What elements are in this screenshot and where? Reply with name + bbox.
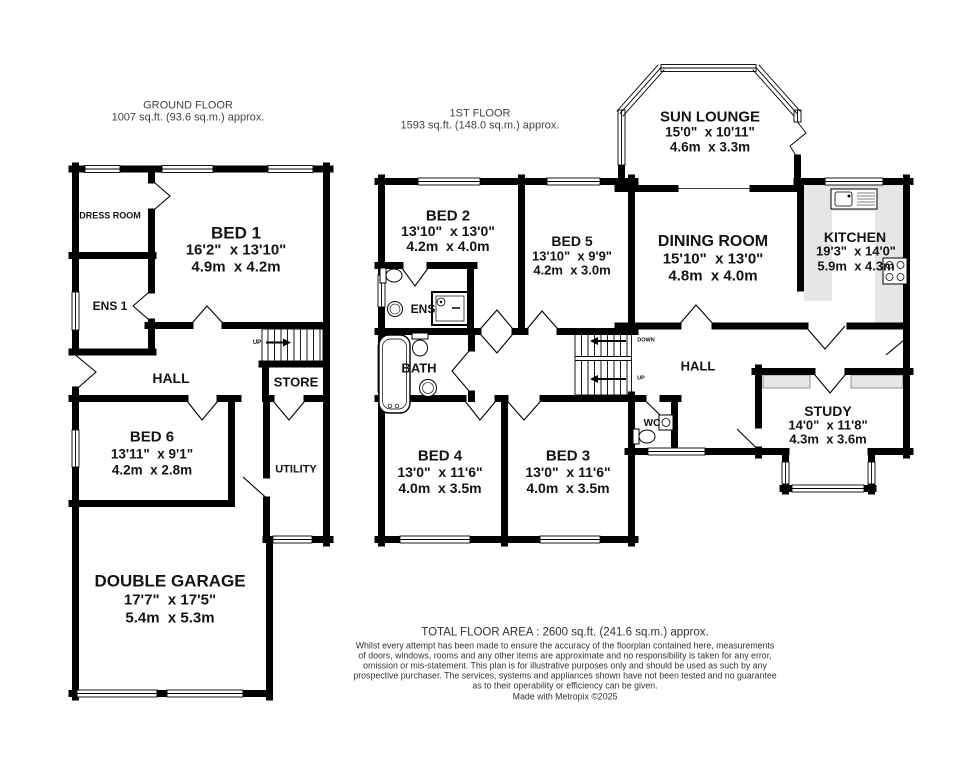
door-hall-passage <box>736 428 759 451</box>
door-bath <box>451 347 472 395</box>
toilet-icon <box>379 267 403 284</box>
kitchen-label: KITCHEN <box>823 229 887 245</box>
bed2-dims-metric: 4.2m x 4.0m <box>406 238 490 254</box>
kitchen-dims-imperial: 19'3" x 14'0" <box>816 243 896 259</box>
dress-room-label: DRESS ROOM <box>79 210 141 221</box>
ground-floor-area: 1007 sq.ft. (93.6 sq.m.) approx. <box>111 111 265 124</box>
door-dining <box>677 304 716 327</box>
bathtub-icon <box>378 334 411 414</box>
study-dims-metric: 4.3m x 3.6m <box>789 431 867 447</box>
dining-room-dims-imperial: 15'10" x 13'0" <box>662 250 764 268</box>
credit: Made with Metropix ©2025 <box>512 691 618 702</box>
hall-ground-label: HALL <box>152 370 190 386</box>
door-bed4 <box>462 398 499 421</box>
total-floor-area: TOTAL FLOOR AREA : 2600 sq.ft. (241.6 sq… <box>421 626 709 639</box>
bed1-dims-metric: 4.9m x 4.2m <box>191 258 281 276</box>
bed5-label: BED 5 <box>551 233 593 249</box>
stairs-up-label: UP <box>252 340 262 346</box>
bed3-dims-metric: 4.0m x 3.5m <box>526 480 610 496</box>
dining-room-label: DINING ROOM <box>657 233 769 250</box>
store-label: STORE <box>273 374 319 390</box>
windows <box>71 64 884 698</box>
hob-icon <box>882 257 908 285</box>
stairs-ground <box>261 328 324 365</box>
sun-lounge-bay-windows <box>616 64 807 189</box>
wc-label: WC <box>643 418 661 429</box>
study-label: STUDY <box>804 403 852 419</box>
garage-label: DOUBLE GARAGE <box>94 571 246 591</box>
door-dress-room <box>151 179 171 213</box>
door-study <box>811 371 849 394</box>
door-ens1 <box>132 289 152 323</box>
sink-icon <box>387 301 403 317</box>
bed4-label: BED 4 <box>417 447 463 465</box>
ground-floor-title: GROUND FLOOR <box>143 99 233 112</box>
bed6-dims-imperial: 13'11" x 9'1" <box>110 446 194 462</box>
bed6-label: BED 6 <box>129 428 175 446</box>
hall-first-label: HALL <box>680 358 716 374</box>
study-closets <box>762 374 904 389</box>
disclaimer-line: as to their operability or efficiency ca… <box>472 680 658 691</box>
door-bed1 <box>189 305 226 326</box>
bed3-dims-imperial: 13'0" x 11'6" <box>525 464 611 480</box>
kitchen-dims-metric: 5.9m x 4.3m <box>817 258 895 274</box>
stairs-down-label: DOWN <box>637 337 655 344</box>
ens-label: ENS <box>410 302 436 316</box>
bed5-dims-imperial: 13'10" x 9'9" <box>532 248 612 264</box>
bed4-dims-imperial: 13'0" x 11'6" <box>397 464 483 480</box>
door-landing <box>477 331 516 354</box>
door-ens <box>399 265 431 287</box>
bed2-label: BED 2 <box>425 207 471 225</box>
sun-lounge-label: SUN LOUNGE <box>659 108 761 126</box>
stairs-first <box>574 328 632 396</box>
dining-room-dims-metric: 4.8m x 4.0m <box>668 267 758 285</box>
disclaimer-line: of doors, windows, rooms and any other i… <box>358 650 772 661</box>
bed6-dims-metric: 4.2m x 2.8m <box>111 462 193 478</box>
bed2-dims-imperial: 13'10" x 13'0" <box>401 223 495 239</box>
kitchen-sink-icon <box>830 188 878 210</box>
door-entrance <box>75 354 97 391</box>
sink-icon <box>419 379 437 397</box>
door-bed6 <box>184 398 221 421</box>
toilet-icon <box>411 332 429 357</box>
disclaimer-line: prospective purchaser. The services, sys… <box>353 670 777 681</box>
disclaimer-line: Whilst every attempt has been made to en… <box>355 640 775 651</box>
bed5-dims-metric: 4.2m x 3.0m <box>533 262 611 278</box>
bath-label: BATH <box>401 360 437 376</box>
fixtures <box>378 188 908 445</box>
disclaimer-line: omission or mis-statement. This plan is … <box>363 660 767 671</box>
sun-lounge-dims-imperial: 15'0" x 10'11" <box>665 124 755 140</box>
study-dims-imperial: 14'0" x 11'8" <box>788 417 868 433</box>
door-side <box>885 337 907 356</box>
door-wc <box>642 398 662 417</box>
first-floor-area: 1593 sq.ft. (148.0 sq.m.) approx. <box>400 119 560 132</box>
garage-dims-metric: 5.4m x 5.3m <box>125 609 215 627</box>
door-utility <box>242 476 267 499</box>
shower-icon <box>431 291 469 326</box>
door-bed3 <box>504 398 544 421</box>
doors <box>75 179 907 499</box>
sink-icon <box>658 414 674 431</box>
bed1-dims-imperial: 16'2" x 13'10" <box>185 241 287 259</box>
sun-lounge-dims-metric: 4.6m x 3.3m <box>669 139 751 155</box>
garage-dims-imperial: 17'7" x 17'5" <box>123 591 217 609</box>
door-bed2 <box>477 309 516 332</box>
door-kitchen <box>804 325 846 350</box>
toilet-icon <box>632 428 656 445</box>
bed1-label: BED 1 <box>210 223 262 243</box>
wall-break-icon <box>789 121 807 159</box>
door-bed5 <box>524 310 561 332</box>
first-floor-title: 1ST FLOOR <box>449 107 511 120</box>
door-store <box>270 398 308 421</box>
stairs-up-first-label: UP <box>637 375 645 382</box>
bed3-label: BED 3 <box>545 447 591 465</box>
ens1-label: ENS 1 <box>92 299 128 313</box>
bed4-dims-metric: 4.0m x 3.5m <box>398 480 482 496</box>
utility-label: UTILITY <box>275 463 317 476</box>
